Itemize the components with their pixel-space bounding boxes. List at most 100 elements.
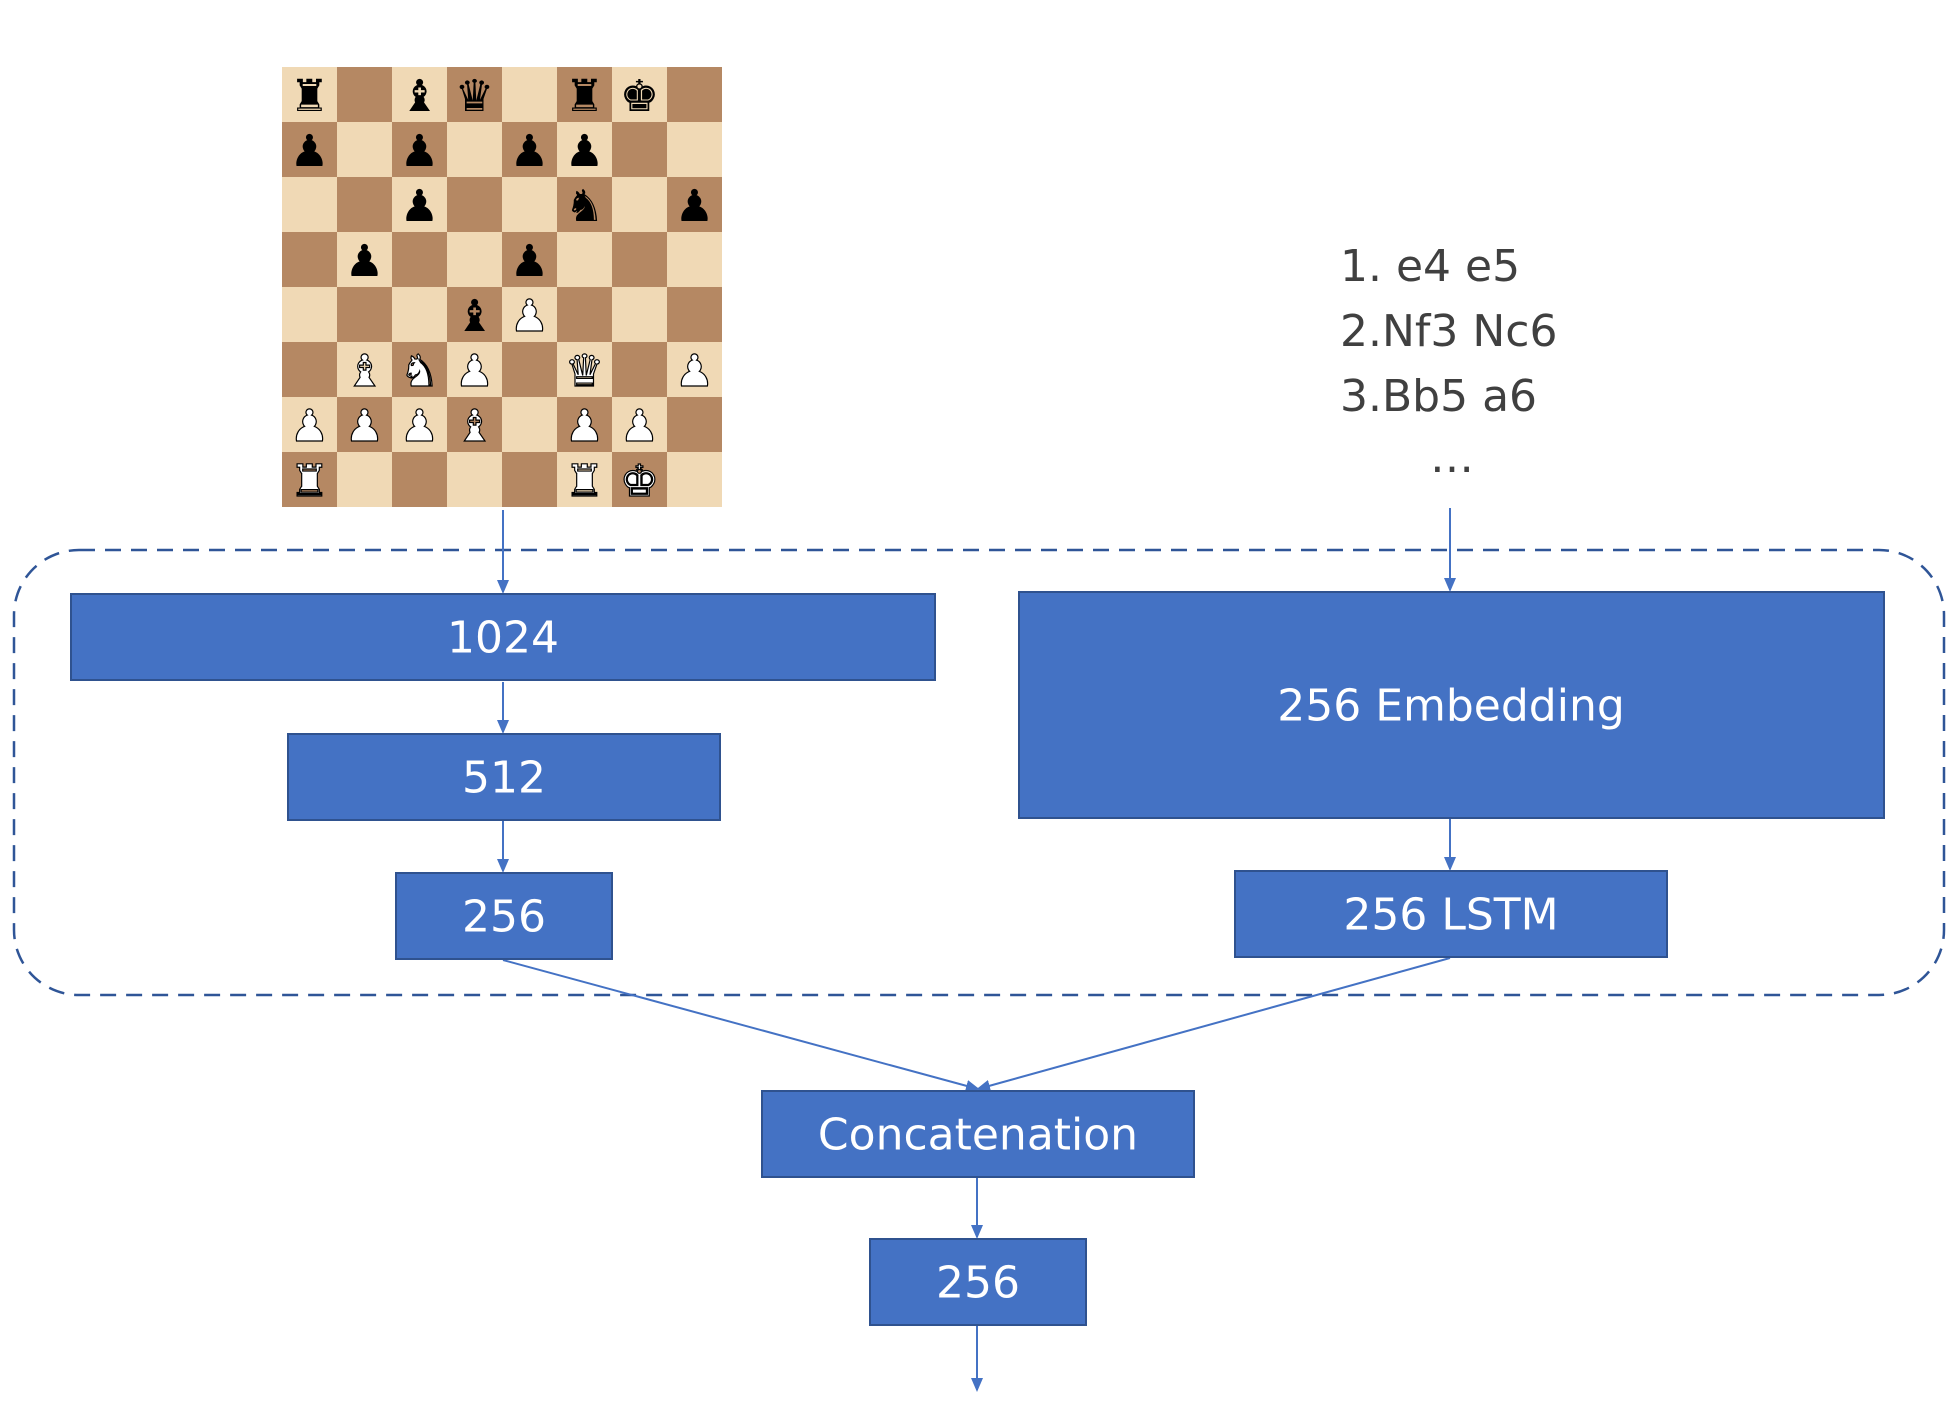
board-square (447, 122, 502, 177)
black-knight-icon: ♞ (565, 181, 604, 232)
board-square (337, 452, 392, 507)
board-square (337, 287, 392, 342)
black-pawn-icon: ♟ (675, 181, 714, 232)
move-line-3: 3.Bb5 a6 (1340, 371, 1537, 422)
black-pawn-icon: ♟ (345, 236, 384, 287)
board-square (557, 232, 612, 287)
board-square (337, 232, 392, 287)
board-square (392, 342, 447, 397)
black-rook-icon: ♜ (290, 71, 329, 122)
board-square (282, 287, 337, 342)
arrow-256-to-concat (502, 959, 980, 1092)
board-square (392, 287, 447, 342)
board-square (392, 122, 447, 177)
layer-512-label: 512 (462, 753, 546, 804)
board-square (337, 67, 392, 122)
board-square (667, 177, 722, 232)
move-ellipsis: … (1430, 432, 1474, 483)
white-pawn-icon: ♟ (455, 346, 494, 397)
white-bishop-icon: ♝ (345, 346, 384, 397)
board-square (502, 397, 557, 452)
board-square (282, 342, 337, 397)
board-square (447, 177, 502, 232)
white-pawn-icon: ♟ (290, 401, 329, 452)
board-square (612, 397, 667, 452)
board-square (612, 177, 667, 232)
white-king-icon: ♚ (620, 456, 659, 507)
board-square (667, 67, 722, 122)
board-square (502, 232, 557, 287)
board-square (447, 342, 502, 397)
board-square (612, 452, 667, 507)
board-square (502, 122, 557, 177)
output-layer-256: 256 (869, 1238, 1087, 1326)
board-square (282, 67, 337, 122)
black-bishop-icon: ♝ (400, 71, 439, 122)
board-square (392, 452, 447, 507)
board-square (557, 397, 612, 452)
board-square (337, 122, 392, 177)
board-square (447, 452, 502, 507)
board-square (557, 452, 612, 507)
board-square (667, 342, 722, 397)
board-square (392, 232, 447, 287)
board-square (557, 342, 612, 397)
board-square (612, 232, 667, 287)
move-list: 1. e4 e5 2.Nf3 Nc6 3.Bb5 a6 … (1340, 241, 1557, 483)
board-square (667, 397, 722, 452)
board-square (447, 397, 502, 452)
white-bishop-icon: ♝ (455, 401, 494, 452)
board-square (612, 122, 667, 177)
board-square (667, 232, 722, 287)
board-square (282, 177, 337, 232)
board-square (282, 397, 337, 452)
board-square (337, 397, 392, 452)
layer-512: 512 (287, 733, 721, 821)
concatenation-label: Concatenation (818, 1110, 1138, 1161)
white-rook-icon: ♜ (565, 456, 604, 507)
board-square (502, 452, 557, 507)
board-square (667, 452, 722, 507)
white-pawn-icon: ♟ (620, 401, 659, 452)
board-square (447, 287, 502, 342)
board-square (612, 67, 667, 122)
black-pawn-icon: ♟ (510, 236, 549, 287)
white-pawn-icon: ♟ (400, 401, 439, 452)
layer-1024-label: 1024 (447, 613, 559, 664)
board-square (392, 67, 447, 122)
embedding-layer: 256 Embedding (1018, 591, 1885, 819)
output-layer-256-label: 256 (936, 1258, 1020, 1309)
board-square (392, 397, 447, 452)
board-square (502, 177, 557, 232)
white-pawn-icon: ♟ (345, 401, 384, 452)
board-square (447, 232, 502, 287)
arrows (497, 508, 1456, 1392)
black-pawn-icon: ♟ (290, 126, 329, 177)
black-pawn-icon: ♟ (400, 126, 439, 177)
layer-256-left-label: 256 (462, 892, 546, 943)
black-rook-icon: ♜ (565, 71, 604, 122)
white-rook-icon: ♜ (290, 456, 329, 507)
black-queen-icon: ♛ (455, 71, 494, 122)
board-square (282, 232, 337, 287)
board-square (337, 342, 392, 397)
lstm-label: 256 LSTM (1343, 890, 1558, 941)
board-square (282, 452, 337, 507)
board-square (557, 287, 612, 342)
white-pawn-icon: ♟ (675, 346, 714, 397)
white-knight-icon: ♞ (400, 346, 439, 397)
black-pawn-icon: ♟ (565, 126, 604, 177)
concatenation-layer: Concatenation (761, 1090, 1195, 1178)
white-queen-icon: ♛ (565, 346, 604, 397)
board-square (667, 287, 722, 342)
move-line-2: 2.Nf3 Nc6 (1340, 306, 1557, 357)
board-square (667, 122, 722, 177)
embedding-label: 256 Embedding (1277, 681, 1625, 732)
board-square (612, 342, 667, 397)
black-pawn-icon: ♟ (510, 126, 549, 177)
lstm-layer: 256 LSTM (1234, 870, 1668, 958)
board-square (337, 177, 392, 232)
chess-board-image: ♜♝♛♜♚♟♟♟♟♟♞♟♟♟♝♟♝♞♟♛♟♟♟♟♝♟♟♜♜♚ (282, 67, 722, 508)
board-square (557, 67, 612, 122)
